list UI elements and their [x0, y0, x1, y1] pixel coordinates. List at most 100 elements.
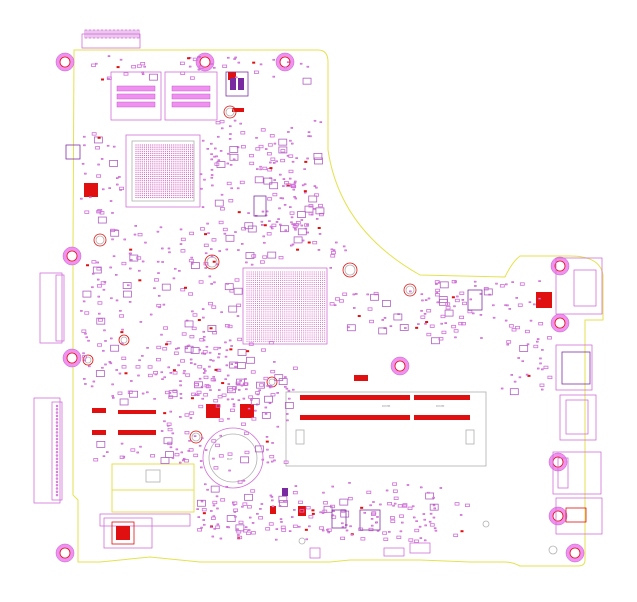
smd-pad: [85, 336, 89, 339]
smd-part: [198, 65, 204, 69]
bga-ball: [261, 326, 263, 328]
smd-pad: [232, 158, 236, 161]
bga-ball: [288, 294, 290, 296]
bga-ball: [139, 169, 141, 171]
bga-ball: [141, 186, 143, 188]
capacitor: [204, 254, 220, 270]
bga-ball: [177, 167, 179, 169]
bga-ball: [284, 288, 286, 290]
bga-ball: [298, 317, 301, 319]
bga-ball: [269, 332, 271, 334]
bga-ball: [148, 159, 150, 161]
bga-ball: [322, 284, 324, 286]
bga-ball: [294, 290, 296, 292]
small-ic: [315, 207, 325, 215]
bga-ball: [181, 169, 183, 171]
bga-ball: [154, 157, 156, 159]
bga-ball: [298, 296, 301, 298]
smd-pad: [202, 316, 205, 319]
smd-pad: [219, 537, 223, 540]
bga-ball: [301, 271, 303, 273]
bga-ball: [169, 178, 171, 180]
smd-pad: [234, 231, 237, 233]
connector-pin: [84, 29, 88, 39]
bga-ball: [284, 292, 286, 294]
bga-ball: [292, 275, 294, 277]
smd-part: [189, 76, 195, 80]
bga-ball: [164, 171, 166, 173]
bga-ball: [192, 144, 194, 146]
bga-ball: [277, 315, 280, 317]
capacitor-inner: [191, 432, 201, 442]
smd-part: [203, 393, 209, 397]
small-ic: [297, 211, 306, 218]
bga-ball: [169, 194, 171, 196]
right-connector-usb: [555, 257, 603, 315]
bga-ball: [305, 294, 307, 296]
bga-ball: [263, 273, 265, 275]
smd-red: [165, 343, 169, 346]
smd-part: [261, 348, 266, 352]
bga-ball: [177, 161, 179, 163]
bga-ball: [152, 169, 154, 171]
bga-ball: [185, 190, 187, 192]
bga-ball: [169, 167, 171, 169]
bga-ball: [322, 296, 324, 298]
bga-ball: [261, 298, 263, 300]
bga-ball: [303, 273, 305, 275]
smd-pad: [344, 249, 347, 252]
smd-part: [340, 536, 346, 541]
bga-ball: [296, 296, 298, 298]
smd-part: [259, 383, 264, 387]
bga-ball: [252, 286, 254, 288]
bga-ball: [152, 148, 154, 150]
bga-ball: [246, 330, 248, 332]
bga-ball: [294, 284, 296, 286]
capacitor-inner: [225, 107, 235, 117]
bga-ball: [292, 330, 294, 332]
right-connector-usb-lower: [552, 451, 602, 495]
smd-pad: [198, 444, 202, 447]
bga-ball: [187, 194, 190, 196]
smd-pad: [225, 248, 229, 251]
bga-ball: [179, 194, 181, 196]
bga-ball: [175, 180, 177, 182]
bga-ball: [250, 279, 252, 281]
smd-part: [236, 303, 242, 307]
bga-ball: [148, 175, 150, 178]
bga-ball: [305, 300, 307, 302]
bga-ball: [169, 144, 171, 146]
bga-ball: [254, 326, 256, 328]
smd-pad: [228, 339, 232, 342]
bga-ball: [311, 286, 313, 288]
bga-ball: [324, 281, 326, 284]
smd-part: [323, 501, 328, 505]
bga-ball: [248, 292, 250, 294]
smd-pad: [91, 286, 94, 289]
bga-ball: [145, 180, 148, 182]
bga-ball: [288, 328, 290, 330]
bga-ball: [263, 328, 265, 330]
smd-pad: [111, 238, 114, 241]
bga-ball: [317, 298, 319, 300]
bga-ball: [148, 161, 150, 163]
bga-ball: [280, 340, 282, 342]
bga-ball: [158, 180, 160, 182]
bga-ball: [162, 144, 164, 146]
smd-pad: [226, 374, 230, 377]
bga-ball: [294, 292, 296, 294]
smd-pad: [283, 500, 286, 503]
bga-ball: [169, 163, 171, 165]
bga-ball: [301, 275, 303, 277]
bga-ball: [298, 321, 301, 323]
bga-ball: [179, 154, 181, 157]
bga-ball: [256, 328, 259, 330]
smd-part: [266, 232, 272, 236]
bga-ball: [292, 313, 294, 315]
bga-ball: [185, 175, 187, 178]
smd-part: [172, 371, 178, 375]
smd-red: [265, 440, 269, 443]
bga-ball: [246, 271, 248, 273]
bga-ball: [154, 165, 156, 167]
bga-ball: [311, 298, 313, 300]
